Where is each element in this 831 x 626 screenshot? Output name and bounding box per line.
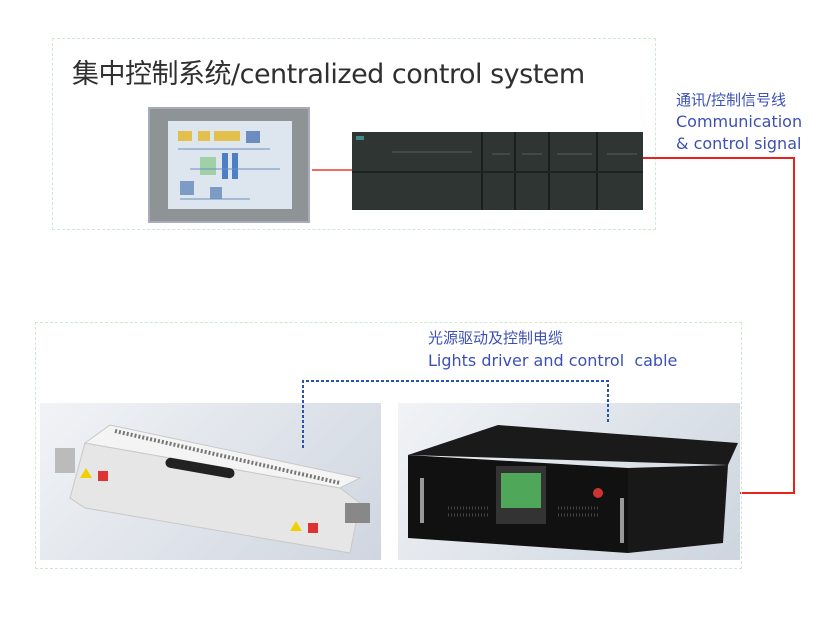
signal-label-en-1: Communication — [676, 112, 803, 131]
section-title: 集中控制系统/centralized control system — [72, 59, 585, 90]
plc-controller-image — [352, 132, 643, 210]
driver-cabinet-icon — [408, 425, 738, 553]
uv-lamp-housing-image — [40, 403, 381, 560]
cable-label-cn: 光源驱动及控制电缆 — [428, 329, 564, 347]
hmi-plc-link-line — [312, 169, 352, 171]
hmi-screen-icon — [168, 121, 292, 209]
signal-label-en-2: & control signal — [676, 134, 802, 153]
communication-signal-line — [643, 157, 795, 494]
light-source-group — [35, 322, 742, 569]
hmi-touch-panel-image — [148, 107, 310, 223]
lights-driver-cable-line — [302, 380, 609, 448]
power-driver-cabinet-image — [398, 403, 740, 560]
signal-label-cn: 通讯/控制信号线 — [676, 91, 787, 109]
plc-modules-icon — [352, 132, 643, 210]
centralized-control-group — [52, 38, 656, 230]
cable-label-en: Lights driver and control cable — [428, 351, 678, 370]
lamp-housing-icon — [55, 424, 370, 554]
